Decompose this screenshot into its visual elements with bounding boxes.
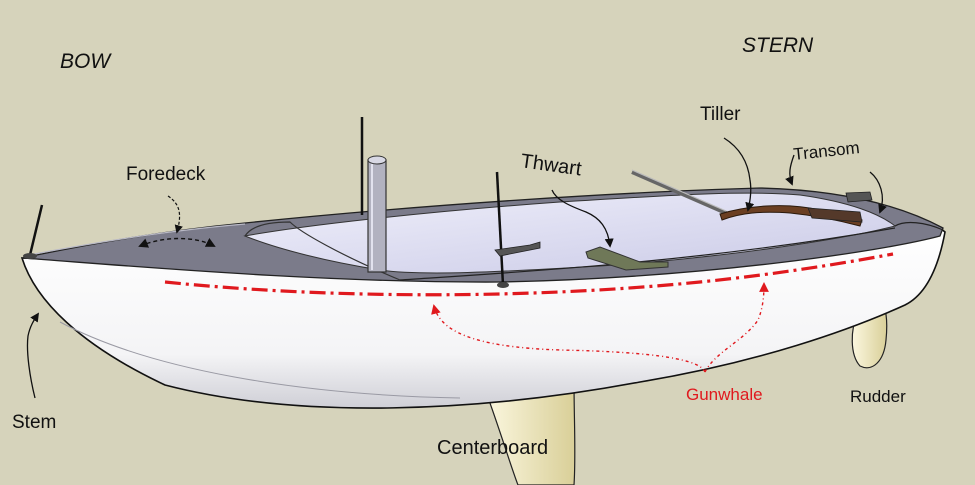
rudder-label: Rudder (850, 387, 906, 406)
tiller-label: Tiller (700, 104, 741, 125)
thwart-seat (585, 246, 669, 271)
gunwhale-line (164, 252, 894, 297)
tiller-extension (631, 170, 727, 215)
coaming (244, 221, 401, 281)
stern-label: STERN (742, 34, 814, 57)
transom-fitting (845, 191, 873, 203)
bow-label: BOW (60, 50, 112, 73)
bow-fitting-base (23, 253, 37, 259)
post-base (497, 282, 509, 288)
thwart-pointer (551, 189, 614, 248)
tiller-pointer (723, 137, 755, 212)
hull-chine-line (59, 321, 461, 399)
gunwhale-label: Gunwhale (686, 385, 763, 404)
mast-tube-top (367, 155, 387, 165)
deck-edge-highlight (23, 223, 246, 257)
foredeck-arrow (138, 237, 216, 248)
centerboard-label: Centerboard (437, 437, 548, 459)
transom-pointer-left (785, 154, 795, 186)
tiller (719, 205, 863, 227)
transom-label: Transom (792, 138, 860, 164)
transom-pointer-right (869, 171, 887, 214)
stem-label: Stem (12, 412, 56, 433)
foredeck-label: Foredeck (126, 164, 206, 185)
tiller-extension-highlight (631, 169, 727, 212)
thwart-label: Thwart (519, 150, 583, 180)
foredeck-pointer (167, 195, 183, 234)
mast-tube (367, 159, 387, 273)
gunwhale-arrow-right (704, 282, 769, 373)
rudder-head (807, 207, 863, 223)
stem-pointer (26, 312, 40, 399)
centerboard-post (495, 171, 505, 286)
stern-top (894, 221, 944, 231)
bow-fitting (28, 204, 44, 256)
cleat (494, 241, 541, 257)
